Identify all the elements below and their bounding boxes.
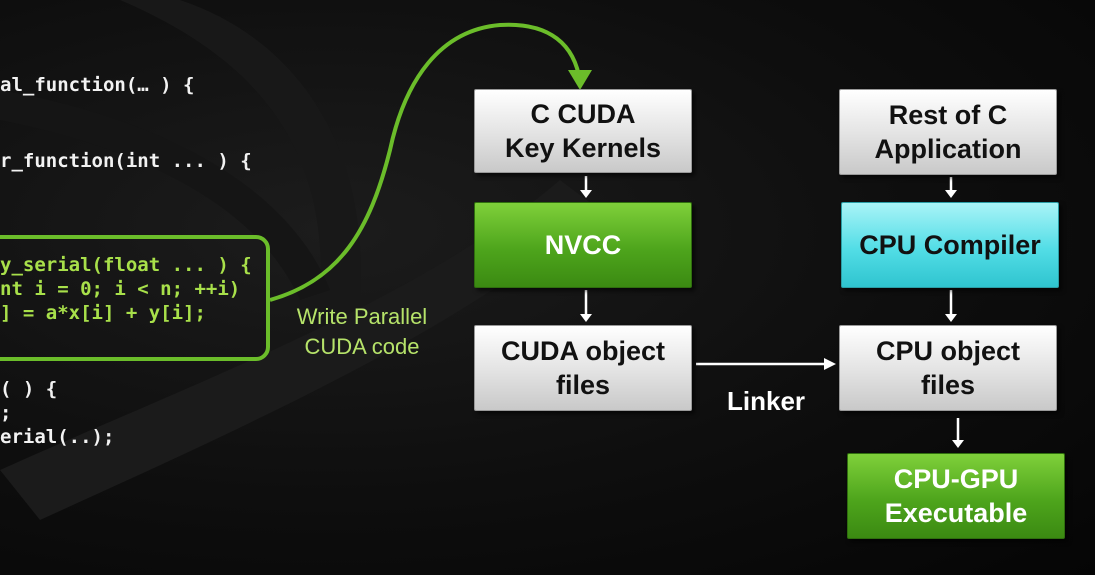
parallel-code-arrow (269, 22, 582, 302)
write-parallel-note: Write Parallel CUDA code (272, 302, 452, 362)
cpu-objects-line-1: CPU object (875, 336, 1021, 366)
linker-label: Linker (727, 386, 806, 416)
code-line: r_function(int ... ) { (0, 150, 252, 172)
note-line-2: CUDA code (304, 334, 420, 359)
rest-of-c-box: Rest of C Application (839, 89, 1057, 175)
executable-box: CPU-GPU Executable (847, 453, 1065, 539)
rest-of-c-line-1: Rest of C (888, 100, 1008, 130)
cuda-objects-box: CUDA object files (474, 325, 692, 411)
cpu-compiler-box: CPU Compiler (841, 202, 1059, 288)
cuda-objects-line-1: CUDA object (500, 336, 665, 366)
nvcc-box: NVCC (474, 202, 692, 288)
cuda-kernels-line-2: Key Kernels (504, 133, 662, 163)
parallel-code-arrowhead (568, 70, 592, 90)
code-line: ( ) { (0, 378, 58, 400)
cpu-objects-line-2: files (920, 370, 976, 400)
nvcc-label: NVCC (544, 230, 622, 260)
note-line-1: Write Parallel (296, 304, 428, 329)
code-line: erial(..); (0, 426, 115, 448)
code-line: nt i = 0; i < n; ++i) (0, 278, 241, 300)
code-line: al_function(… ) { (0, 74, 195, 96)
code-line: ] = a*x[i] + y[i]; (0, 302, 206, 324)
rest-of-c-line-2: Application (874, 134, 1022, 164)
cuda-objects-line-2: files (555, 370, 610, 400)
cuda-kernels-line-1: C CUDA (530, 99, 636, 129)
code-line: y_serial(float ... ) { (0, 254, 252, 276)
executable-line-2: Executable (884, 498, 1028, 528)
cpu-objects-box: CPU object files (839, 325, 1057, 411)
executable-line-1: CPU-GPU (893, 464, 1019, 494)
parallel-code-highlight (0, 235, 270, 361)
cpu-compiler-label: CPU Compiler (859, 230, 1041, 260)
code-line: ; (0, 402, 12, 424)
cuda-kernels-box: C CUDA Key Kernels (474, 89, 692, 173)
